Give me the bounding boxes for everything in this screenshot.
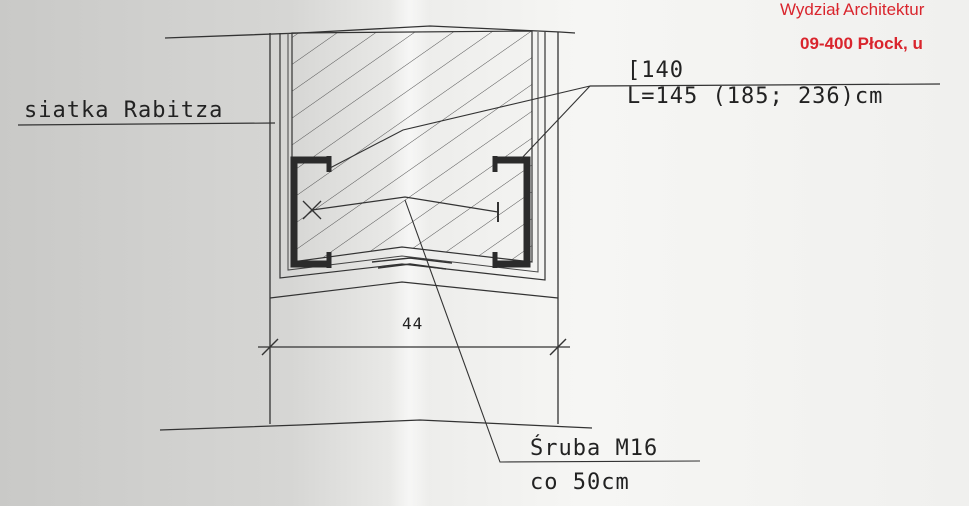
- channel-leader-right: [519, 85, 591, 161]
- stamp-address-line: 09-400 Płock, u: [800, 34, 923, 53]
- left-channel-section: [290, 156, 329, 268]
- masonry-core-hatch: [291, 30, 533, 263]
- channel-label-underline: [589, 83, 941, 87]
- right-channel-section: [495, 156, 531, 268]
- stamp-department-line: Wydział Architektur: [780, 0, 925, 19]
- bolt-line: [311, 196, 499, 213]
- mesh-label: siatka Rabitza: [24, 98, 224, 123]
- bottom-break-line: [159, 419, 593, 431]
- rabitz-mesh-outline-inner: [287, 32, 539, 273]
- channel-profile-label: [140: [627, 58, 684, 83]
- channel-leader-left: [329, 85, 591, 169]
- bottom-plaster-line-2: [371, 257, 453, 264]
- bolt-leader: [404, 199, 701, 463]
- bottom-plaster-line-1: [269, 281, 559, 299]
- bottom-plaster-line-3: [377, 263, 447, 270]
- top-break-line: [164, 25, 576, 39]
- mesh-label-underline: [17, 122, 276, 126]
- bolt-label: Śruba M16: [530, 436, 659, 461]
- bolt-spacing-label: co 50cm: [530, 470, 630, 495]
- bolt-nut-cross-b: [302, 200, 322, 220]
- width-dimension-label: 44: [402, 314, 424, 333]
- rabitz-mesh-outline: [279, 32, 546, 281]
- channel-length-label: L=145 (185; 236)cm: [627, 84, 884, 109]
